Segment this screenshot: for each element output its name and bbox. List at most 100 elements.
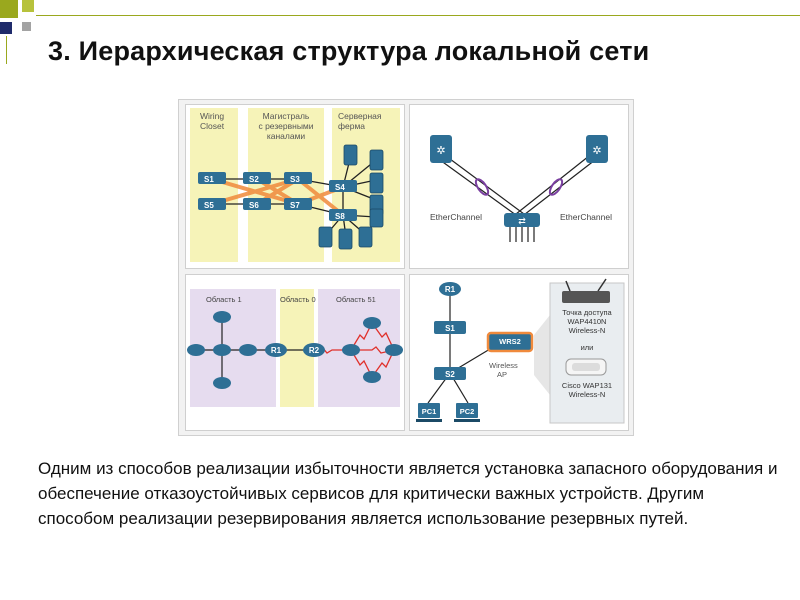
- switch-s2: S2: [243, 172, 271, 184]
- switch-s7: S7: [284, 198, 312, 210]
- left-rule: [6, 36, 7, 64]
- server: [318, 226, 333, 248]
- svg-text:S5: S5: [204, 201, 214, 210]
- svg-text:PC1: PC1: [422, 407, 437, 416]
- server: [343, 144, 358, 166]
- server: [358, 226, 373, 248]
- etherchannel-label-right: EtherChannel: [560, 212, 612, 222]
- corner-square-navy: [0, 22, 12, 34]
- router: [363, 317, 381, 329]
- ospf-redundant-links: [315, 322, 395, 378]
- router: [213, 311, 231, 323]
- ospf-router-group: [187, 311, 403, 389]
- multilayer-switch-right: ✲: [586, 135, 608, 163]
- router-r1: R1: [265, 343, 287, 357]
- svg-text:S3: S3: [290, 175, 300, 184]
- etherchannel-bundle-right: [548, 178, 564, 196]
- zone3-label-line2: ферма: [338, 121, 365, 131]
- router: [363, 371, 381, 383]
- ceiling-access-point-image: [565, 358, 607, 376]
- ap2-label-line1: Cisco WAP131: [562, 381, 612, 390]
- zone2-label-line2: с резервными: [258, 121, 313, 131]
- router: [187, 344, 205, 356]
- etherchannel-label-left: EtherChannel: [430, 212, 482, 222]
- switch-s4: S4: [329, 180, 357, 192]
- slide-body-text: Одним из способов реализации избыточност…: [38, 459, 778, 528]
- multilayer-switch-left: ✲: [430, 135, 452, 163]
- zone1-label-line1: Wiring: [200, 111, 224, 121]
- switch-s6: S6: [243, 198, 271, 210]
- panel-wireless: R1 S1 S2 PC1 PC2 WRS2 Wireless AP Точка …: [409, 274, 629, 431]
- etherchannel-bundle-left: [474, 178, 490, 196]
- zone2-label-line1: Магистраль: [263, 111, 310, 121]
- svg-text:S2: S2: [249, 175, 259, 184]
- ap1-label-line3: Wireless-N: [569, 326, 606, 335]
- svg-text:R1: R1: [445, 285, 456, 294]
- svg-text:WRS2: WRS2: [499, 337, 521, 346]
- ap1-label-line2: WAP4410N: [568, 317, 607, 326]
- slide-title: 3. Иерархическая структура локальной сет…: [48, 36, 650, 66]
- etherchannel-links: [439, 155, 596, 242]
- ospf-areas-diagram: Область 1 Область 0 Область 51: [187, 289, 403, 407]
- area0-label: Область 0: [280, 295, 316, 304]
- svg-text:S1: S1: [445, 324, 455, 333]
- router: [213, 377, 231, 389]
- etherchannel-diagram: ✲ ✲ ⇄ EtherChannel EtherChannel: [430, 135, 612, 242]
- panel-ospf-areas: Область 1 Область 0 Область 51: [185, 274, 405, 431]
- access-switch: ⇄: [504, 213, 540, 227]
- switch-s5: S5: [198, 198, 226, 210]
- server: [369, 208, 384, 228]
- ap2-label-line2: Wireless-N: [569, 390, 606, 399]
- router: [213, 344, 231, 356]
- area1-label: Область 1: [206, 295, 242, 304]
- svg-text:S4: S4: [335, 183, 345, 192]
- svg-text:R1: R1: [271, 346, 282, 355]
- top-rule: [36, 15, 800, 16]
- redundant-backbone-diagram: Wiring Closet Магистраль с резервными ка…: [190, 108, 400, 262]
- ap1-label-line1: Точка доступа: [562, 308, 612, 317]
- access-point-image: [562, 278, 610, 303]
- svg-text:PC2: PC2: [460, 407, 475, 416]
- panel-redundant-backbone: Wiring Closet Магистраль с резервными ка…: [185, 104, 405, 269]
- svg-text:S8: S8: [335, 212, 345, 221]
- corner-square-small-green: [22, 0, 34, 12]
- zone1-label-line2: Closet: [200, 121, 225, 131]
- pc1: PC1: [416, 403, 442, 422]
- ap-callout-box: [549, 282, 625, 424]
- server-group: [318, 144, 384, 250]
- server: [369, 149, 384, 171]
- diagram-frame: Wiring Closet Магистраль с резервными ка…: [178, 99, 634, 436]
- switch-s1: S1: [434, 321, 466, 334]
- zone3-label-line1: Серверная: [338, 111, 382, 121]
- switch-s8: S8: [329, 209, 357, 221]
- server: [369, 172, 384, 194]
- wireless-ap-label-line2: AP: [497, 370, 507, 379]
- switch-s1: S1: [198, 172, 226, 184]
- area51-label: Область 51: [336, 295, 376, 304]
- callout-wedge: [534, 315, 550, 395]
- corner-square-large-green: [0, 0, 18, 18]
- router: [385, 344, 403, 356]
- svg-text:✲: ✲: [436, 145, 445, 157]
- svg-text:S6: S6: [249, 201, 259, 210]
- router-r1: R1: [439, 282, 461, 296]
- svg-text:S2: S2: [445, 370, 455, 379]
- svg-text:S1: S1: [204, 175, 214, 184]
- corner-square-grey: [22, 22, 31, 31]
- router: [239, 344, 257, 356]
- zone2-label-line3: каналами: [267, 131, 306, 141]
- svg-text:S7: S7: [290, 201, 300, 210]
- wireless-ap-label-line1: Wireless: [489, 361, 518, 370]
- switch-s3: S3: [284, 172, 312, 184]
- server: [338, 228, 353, 250]
- panel-etherchannel: ✲ ✲ ⇄ EtherChannel EtherChannel: [409, 104, 629, 269]
- svg-text:R2: R2: [309, 346, 320, 355]
- or-label: или: [581, 343, 594, 352]
- svg-text:⇄: ⇄: [518, 216, 526, 226]
- router: [342, 344, 360, 356]
- svg-text:✲: ✲: [592, 145, 601, 157]
- wireless-diagram: R1 S1 S2 PC1 PC2 WRS2 Wireless AP Точка …: [416, 278, 625, 424]
- pc2: PC2: [454, 403, 480, 422]
- switch-s2: S2: [434, 367, 466, 380]
- router-r2: R2: [303, 343, 325, 357]
